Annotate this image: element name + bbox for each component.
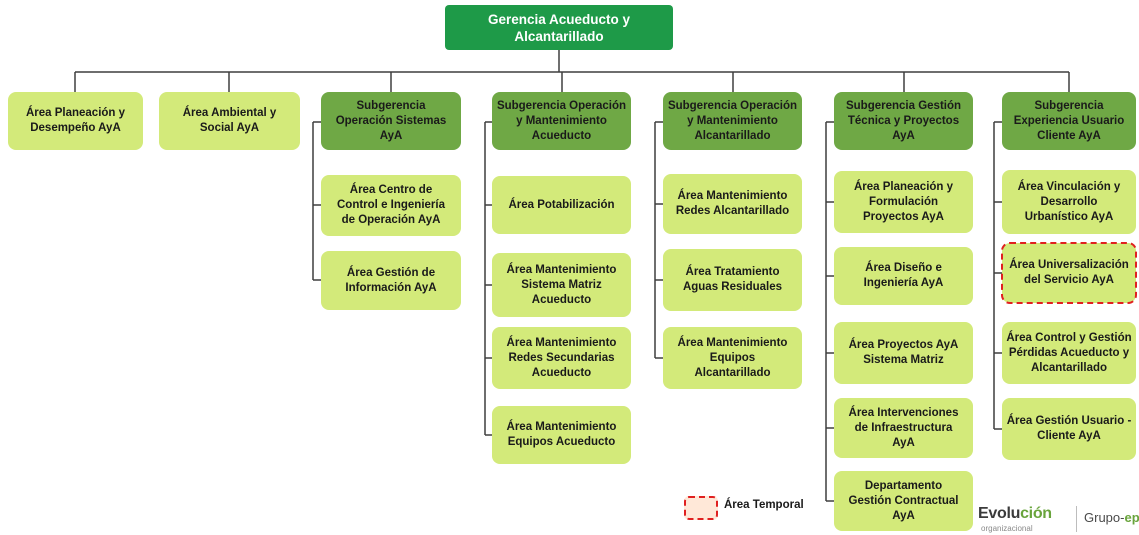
area-vinculacion-desarrollo[interactable]: Área Vinculación y Desarrollo Urbanístic… [1002,170,1136,234]
area-diseno-ingenieria[interactable]: Área Diseño e Ingeniería AyA [834,247,973,305]
area-potabilizacion[interactable]: Área Potabilización [492,176,631,234]
area-universalizacion-servicio[interactable]: Área Universalización del Servicio AyA [1001,242,1137,304]
area-mantenimiento-redes-secundarias[interactable]: Área Mantenimiento Redes Secundarias Acu… [492,327,631,389]
area-planeacion-formulacion[interactable]: Área Planeación y Formulación Proyectos … [834,171,973,233]
area-mantenimiento-redes-alcantarillado[interactable]: Área Mantenimiento Redes Alcantarillado [663,174,802,234]
area-proyectos-sistema-matriz[interactable]: Área Proyectos AyA Sistema Matriz [834,322,973,384]
logo-separator [1076,506,1077,532]
legend-temporal-swatch [684,496,718,520]
area-mantenimiento-equipos-acueducto[interactable]: Área Mantenimiento Equipos Acueducto [492,406,631,464]
grupo-epm-logo: Grupo-epm [1084,510,1139,525]
legend-temporal-label: Área Temporal [724,499,804,511]
area-tratamiento-aguas[interactable]: Área Tratamiento Aguas Residuales [663,249,802,311]
subgerencia-gestion-tecnica[interactable]: Subgerencia Gestión Técnica y Proyectos … [834,92,973,150]
area-mantenimiento-sistema-matriz[interactable]: Área Mantenimiento Sistema Matriz Acuedu… [492,253,631,317]
area-mantenimiento-equipos-alcantarillado[interactable]: Área Mantenimiento Equipos Alcantarillad… [663,327,802,389]
evolucion-logo: Evolución [978,505,1052,522]
area-intervenciones-infraestructura[interactable]: Área Intervenciones de Infraestructura A… [834,398,973,458]
area-gestion-informacion[interactable]: Área Gestión de Información AyA [321,251,461,310]
root-node[interactable]: Gerencia Acueducto y Alcantarillado [445,5,673,50]
area-gestion-usuario-cliente[interactable]: Área Gestión Usuario - Cliente AyA [1002,398,1136,460]
subgerencia-operacion-sistemas[interactable]: Subgerencia Operación Sistemas AyA [321,92,461,150]
area-centro-control[interactable]: Área Centro de Control e Ingeniería de O… [321,175,461,236]
area-control-gestion-perdidas[interactable]: Área Control y Gestión Pérdidas Acueduct… [1002,322,1136,384]
departamento-gestion-contractual[interactable]: Departamento Gestión Contractual AyA [834,471,973,531]
subgerencia-experiencia-usuario[interactable]: Subgerencia Experiencia Usuario Cliente … [1002,92,1136,150]
evolucion-logo-subtitle: organizacional [981,524,1033,533]
top-area-ambiental[interactable]: Área Ambiental y Social AyA [159,92,300,150]
subgerencia-acueducto[interactable]: Subgerencia Operación y Mantenimiento Ac… [492,92,631,150]
subgerencia-alcantarillado[interactable]: Subgerencia Operación y Mantenimiento Al… [663,92,802,150]
top-area-planeacion[interactable]: Área Planeación y Desempeño AyA [8,92,143,150]
